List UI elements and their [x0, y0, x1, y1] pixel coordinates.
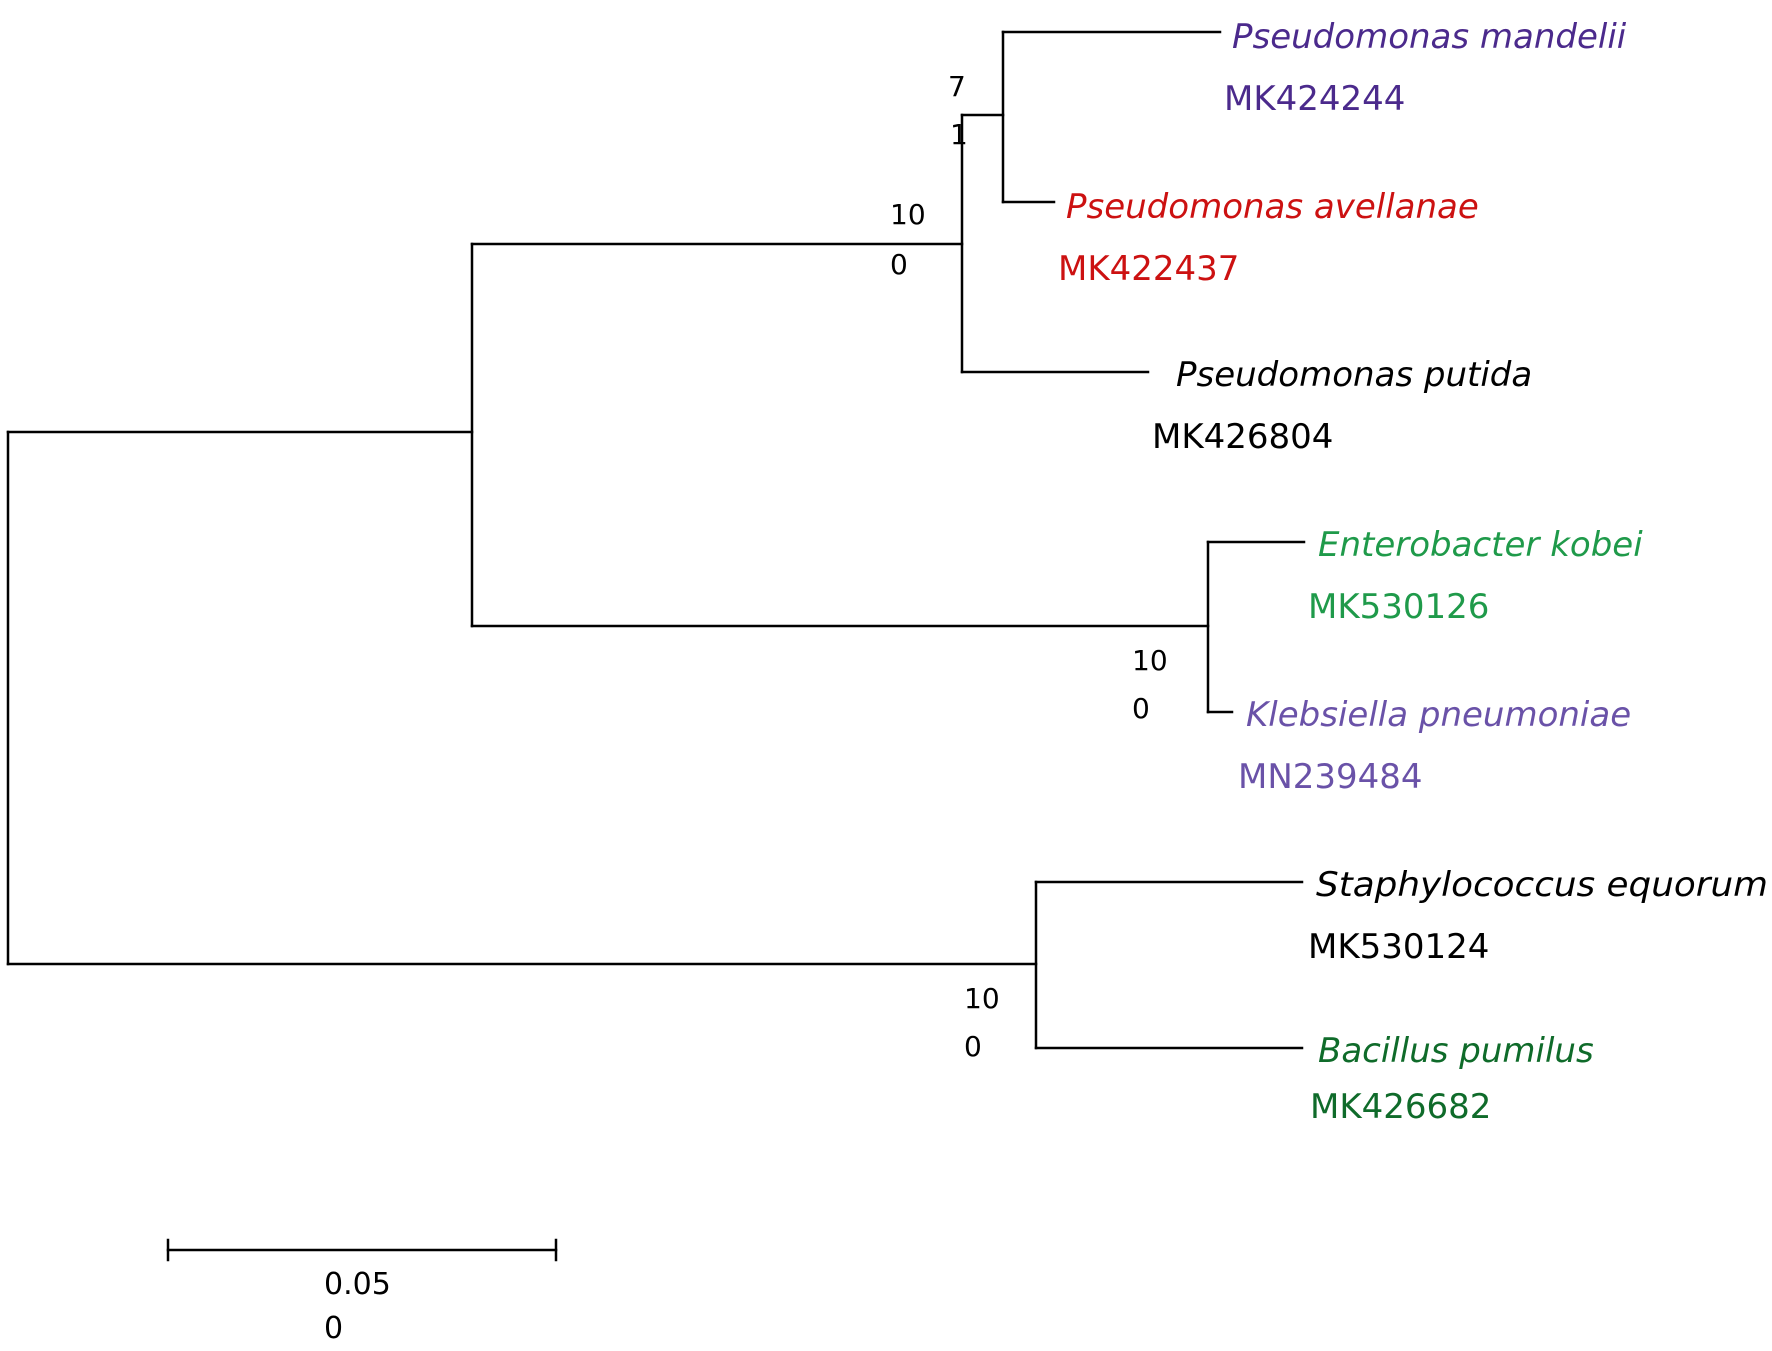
- taxon-name: Pseudomonas putida: [1176, 355, 1532, 395]
- scale-bar-label: 0: [324, 1311, 343, 1346]
- bootstrap-value: 7: [948, 70, 966, 103]
- bootstrap-value: 10: [1132, 644, 1168, 677]
- taxon-accession: MK426804: [1152, 417, 1333, 457]
- bootstrap-value: 1: [950, 118, 968, 151]
- bootstrap-value: 10: [890, 198, 926, 231]
- bootstrap-value: 0: [964, 1030, 982, 1063]
- taxon-name: Enterobacter kobei: [1318, 525, 1643, 565]
- bootstrap-value: 10: [964, 982, 1000, 1015]
- bootstrap-value: 0: [1132, 692, 1150, 725]
- taxon-name: Pseudomonas mandelii: [1232, 17, 1627, 57]
- bootstrap-value: 0: [890, 248, 908, 281]
- taxon-accession: MK530124: [1308, 927, 1489, 967]
- taxon-accession: MK426682: [1310, 1087, 1491, 1127]
- taxon-accession: MK422437: [1058, 249, 1239, 289]
- scale-bar-label: 0.05: [324, 1267, 391, 1302]
- taxon-name: Klebsiella pneumoniae: [1246, 695, 1631, 735]
- scale-bar: 0.05 0: [166, 1238, 558, 1346]
- taxon-name: Bacillus pumilus: [1318, 1031, 1594, 1071]
- taxon-accession: MK424244: [1224, 79, 1405, 119]
- taxon-name: Pseudomonas avellanae: [1066, 187, 1479, 227]
- taxon-name: Staphylococcus equorum: [1316, 865, 1768, 905]
- taxon-accession: MN239484: [1238, 757, 1423, 797]
- taxon-accession: MK530126: [1308, 587, 1489, 627]
